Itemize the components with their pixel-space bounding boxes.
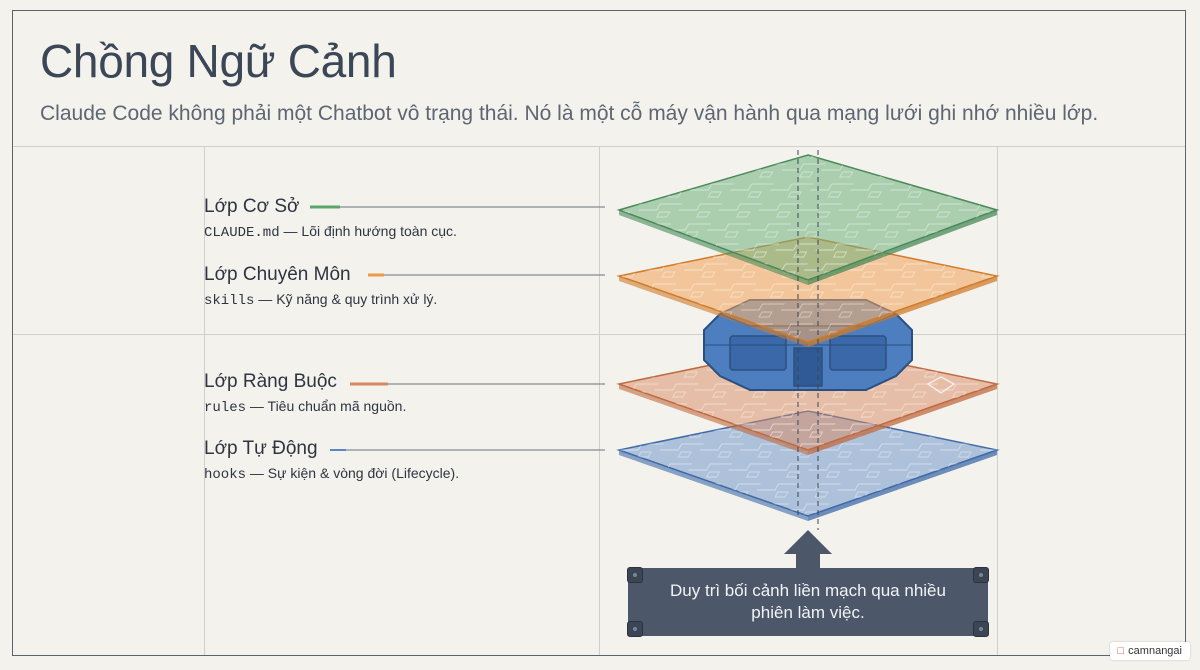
- grid-line-center: [599, 146, 600, 655]
- slide-frame: [12, 10, 1186, 656]
- layer-description: rules — Tiêu chuẩn mã nguồn.: [204, 398, 406, 416]
- layer-description: skills — Kỹ năng & quy trình xử lý.: [204, 291, 437, 309]
- layer-desc-text: — Sự kiện & vòng đời (Lifecycle).: [246, 465, 460, 481]
- layer-desc-text: — Lõi định hướng toàn cục.: [279, 223, 457, 239]
- callout-box: Duy trì bối cảnh liền mạch qua nhiều phi…: [627, 567, 989, 637]
- corner-bolt-icon: [627, 621, 643, 637]
- corner-bolt-icon: [973, 567, 989, 583]
- layer-code: hooks: [204, 467, 247, 483]
- layer-code: CLAUDE.md: [204, 225, 280, 241]
- grid-line-left: [204, 146, 205, 655]
- layer-description: CLAUDE.md — Lõi định hướng toàn cục.: [204, 223, 457, 241]
- callout-text: Duy trì bối cảnh liền mạch qua nhiều phi…: [670, 581, 946, 622]
- watermark-logo-icon: □: [1117, 645, 1125, 657]
- layer-desc-text: — Tiêu chuẩn mã nguồn.: [246, 398, 407, 414]
- corner-bolt-icon: [627, 567, 643, 583]
- corner-bolt-icon: [973, 621, 989, 637]
- layer-code: rules: [204, 400, 247, 416]
- layer-name: Lớp Chuyên Môn: [204, 264, 351, 285]
- layer-label-claude-md: Lớp Cơ Sở CLAUDE.md — Lõi định hướng toà…: [204, 196, 457, 241]
- up-arrow: [784, 530, 832, 570]
- layer-description: hooks — Sự kiện & vòng đời (Lifecycle).: [204, 465, 459, 483]
- layer-name: Lớp Ràng Buộc: [204, 371, 337, 392]
- plate-skills: [616, 236, 1000, 347]
- watermark-badge: □camnangai: [1109, 642, 1190, 660]
- plate-rules: [616, 344, 1000, 455]
- grid-line-right: [997, 146, 998, 655]
- layer-label-hooks: Lớp Tự Động hooks — Sự kiện & vòng đời (…: [204, 438, 459, 483]
- layer-code: skills: [204, 293, 255, 309]
- plate-hooks: [616, 410, 1000, 521]
- layer-desc-text: — Kỹ năng & quy trình xử lý.: [254, 291, 438, 307]
- layer-name: Lớp Tự Động: [204, 438, 318, 459]
- plate-claude-md: [616, 154, 1000, 285]
- page-subtitle: Claude Code không phải một Chatbot vô tr…: [40, 102, 1099, 125]
- layer-name: Lớp Cơ Sở: [204, 196, 300, 217]
- layer-label-skills: Lớp Chuyên Môn skills — Kỹ năng & quy tr…: [204, 264, 437, 309]
- page-title: Chồng Ngữ Cảnh: [40, 35, 397, 87]
- layer-label-rules: Lớp Ràng Buộc rules — Tiêu chuẩn mã nguồ…: [204, 371, 406, 416]
- watermark-text: camnangai: [1128, 645, 1182, 657]
